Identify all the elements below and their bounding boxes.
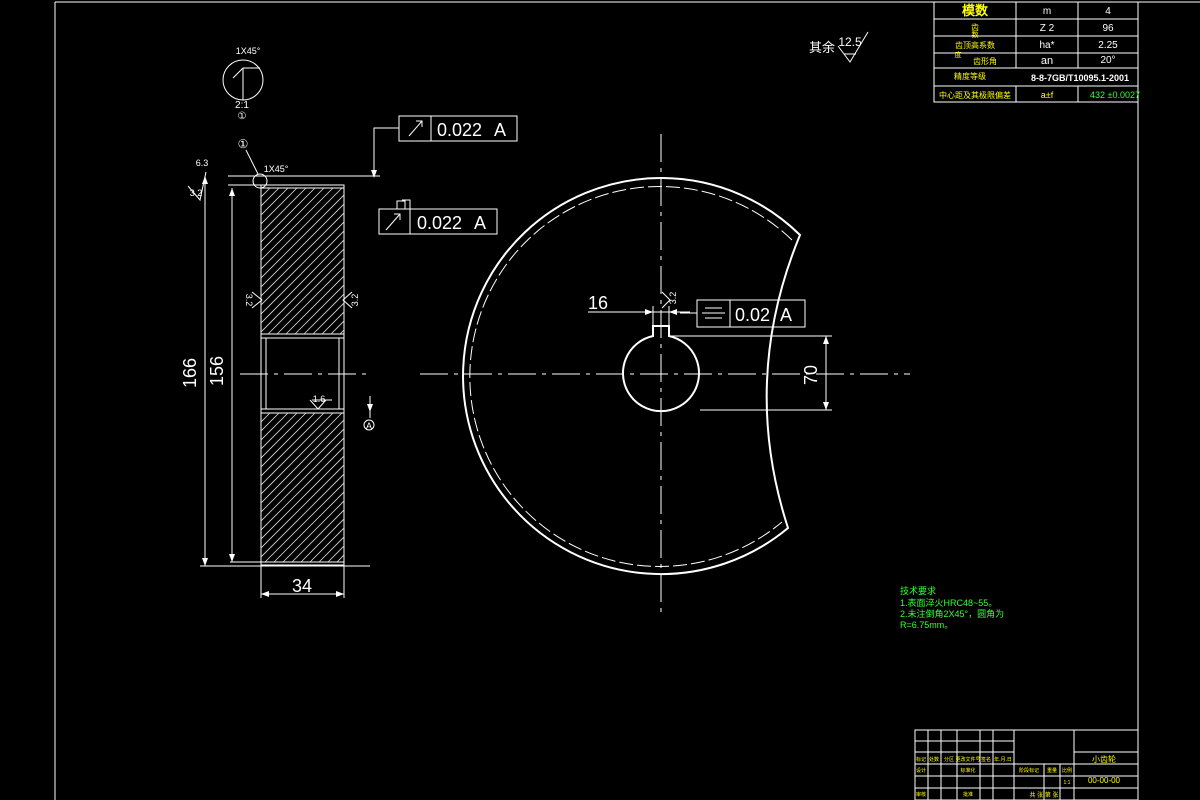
param-name-addendum: 齿顶高系数 bbox=[955, 40, 995, 50]
tolerance-frame-1: 0.022 A bbox=[371, 115, 518, 178]
tech-requirement-line-1: 1.表面淬火HRC48~55。 bbox=[900, 597, 997, 608]
param-value-addendum: 2.25 bbox=[1098, 40, 1118, 51]
review-label: 审核 bbox=[916, 791, 926, 798]
header-cell-1: 标记 bbox=[916, 756, 926, 763]
dim-outer-diameter: 166 bbox=[180, 176, 208, 566]
gear-outline bbox=[462, 177, 802, 576]
roughness-right-value: 3.2 bbox=[350, 294, 360, 307]
param-symbol-addendum: ha* bbox=[1039, 40, 1054, 51]
tech-requirements-title: 技术要求 bbox=[900, 585, 936, 596]
param-name-pressure-angle: 齿形角 bbox=[973, 56, 997, 66]
dim-keyway-value: 16 bbox=[588, 293, 608, 313]
tolerance-3-datum: A bbox=[780, 305, 792, 325]
dim-outer-value: 166 bbox=[180, 358, 200, 388]
tolerance-3-value: 0.02 bbox=[735, 305, 770, 325]
header-cell-3: 分区 bbox=[944, 756, 954, 763]
param-value-teeth: 96 bbox=[1102, 23, 1114, 34]
section-hatch-top bbox=[261, 188, 344, 334]
design-label: 设计 bbox=[916, 767, 926, 774]
header-cell-6: 年.月.日 bbox=[994, 756, 1012, 763]
roughness-left-value: 3.2 bbox=[244, 294, 254, 307]
dim-width: 34 bbox=[260, 566, 345, 598]
param-symbol-teeth: Z 2 bbox=[1040, 23, 1055, 34]
roughness-right: 3.2 bbox=[342, 291, 360, 309]
roughness-note-label: 其余 bbox=[809, 40, 835, 55]
param-extra-char-2: 度 bbox=[955, 50, 962, 59]
dim-height: 70 bbox=[669, 335, 832, 411]
tech-requirements: 技术要求 1.表面淬火HRC48~55。 2.未注倒角2X45°，圆角为 R=6… bbox=[900, 585, 1004, 630]
drawing-number: 00-00-00 bbox=[1088, 776, 1121, 785]
detail-scale: 2:1 bbox=[235, 100, 249, 111]
roughness-top-b: 3.2 bbox=[190, 188, 203, 198]
section-hatch-bottom bbox=[261, 413, 344, 562]
front-view: 16 3.2 0.02 A 70 bbox=[420, 134, 910, 614]
side-view: 1X45° 2:1 ① 0.022 A 0.022 A bbox=[180, 46, 518, 598]
roughness-keyway: 3.2 bbox=[661, 291, 678, 309]
param-symbol-module: m bbox=[1043, 6, 1051, 17]
detail-marker: ① bbox=[238, 137, 249, 151]
detail-id: ① bbox=[238, 111, 247, 122]
scale-label: 比例 bbox=[1062, 767, 1072, 774]
roughness-note: 其余 12.5 bbox=[809, 31, 869, 63]
dim-width-value: 34 bbox=[292, 576, 312, 596]
datum-a: A bbox=[363, 396, 375, 431]
chamfer-detail: 1X45° 2:1 ① bbox=[222, 46, 264, 122]
param-symbol-center-distance: a±f bbox=[1041, 90, 1054, 100]
roughness-bore: 1.6 bbox=[309, 394, 332, 410]
parameter-table: 模数 m 4 齿 数 Z 2 96 齿顶高系数 度 ha* 2.25 齿形角 a… bbox=[933, 1, 1140, 103]
header-cell-4: 更改文件号 bbox=[955, 756, 980, 763]
param-name-accuracy: 精度等级 bbox=[954, 71, 986, 81]
param-name-teeth: 齿 bbox=[971, 23, 979, 32]
gear-root-circle bbox=[469, 185, 793, 567]
standardization-label: 标准化 bbox=[960, 767, 975, 774]
approve-label: 批准 bbox=[963, 791, 973, 798]
datum-a-label: A bbox=[366, 421, 372, 431]
param-value-pressure-angle: 20° bbox=[1100, 55, 1115, 66]
title-block: 小齿轮 00-00-00 标记 处数 分区 更改文件号 签名 年.月.日 设计 … bbox=[914, 729, 1139, 800]
tech-requirement-line-3: R=6.75mm。 bbox=[900, 620, 953, 630]
bore-with-keyway bbox=[622, 325, 700, 413]
roughness-top-a: 6.3 bbox=[196, 158, 209, 168]
param-extra-char-1: 数 bbox=[972, 30, 979, 39]
roughness-keyway-value: 3.2 bbox=[668, 292, 678, 305]
param-symbol-pressure-angle: an bbox=[1041, 55, 1053, 67]
tolerance-2-value: 0.022 bbox=[417, 213, 462, 233]
dim-root-value: 156 bbox=[207, 356, 227, 386]
header-cell-5: 签名 bbox=[981, 756, 991, 763]
roughness-note-value: 12.5 bbox=[838, 35, 862, 49]
tolerance-1-value: 0.022 bbox=[437, 120, 482, 140]
sheet-label: 共 张 第 张 bbox=[1029, 791, 1058, 799]
drawing-frame bbox=[54, 1, 1200, 800]
header-cell-2: 处数 bbox=[929, 756, 939, 763]
weight-label: 重量 bbox=[1047, 767, 1057, 774]
dim-root-diameter: 156 bbox=[207, 188, 235, 562]
dim-keyway: 16 bbox=[588, 293, 690, 326]
tolerance-frame-3: 0.02 A bbox=[680, 299, 806, 328]
roughness-left: 3.2 bbox=[244, 291, 263, 309]
tolerance-2-datum: A bbox=[474, 213, 486, 233]
stage-label: 阶段标记 bbox=[1019, 767, 1039, 774]
part-name: 小齿轮 bbox=[1092, 754, 1116, 764]
param-name-module: 模数 bbox=[962, 3, 989, 18]
tolerance-1-datum: A bbox=[494, 120, 506, 140]
param-value-accuracy: 8-8-7GB/T10095.1-2001 bbox=[1031, 73, 1129, 83]
param-value-module: 4 bbox=[1105, 6, 1111, 17]
dim-height-value: 70 bbox=[801, 365, 821, 385]
roughness-bore-value: 1.6 bbox=[313, 394, 326, 404]
chamfer-detail-label: 1X45° bbox=[236, 46, 261, 56]
tolerance-frame-2: 0.022 A bbox=[378, 199, 498, 235]
param-name-center-distance: 中心距及其极限偏差 bbox=[939, 90, 1011, 100]
chamfer-label: 1X45° bbox=[264, 164, 289, 174]
tech-requirement-line-2: 2.未注倒角2X45°，圆角为 bbox=[900, 608, 1004, 619]
scale-value: 1:1 bbox=[1064, 780, 1071, 786]
param-value-center-distance: 432 ±0.0027 bbox=[1090, 90, 1140, 100]
